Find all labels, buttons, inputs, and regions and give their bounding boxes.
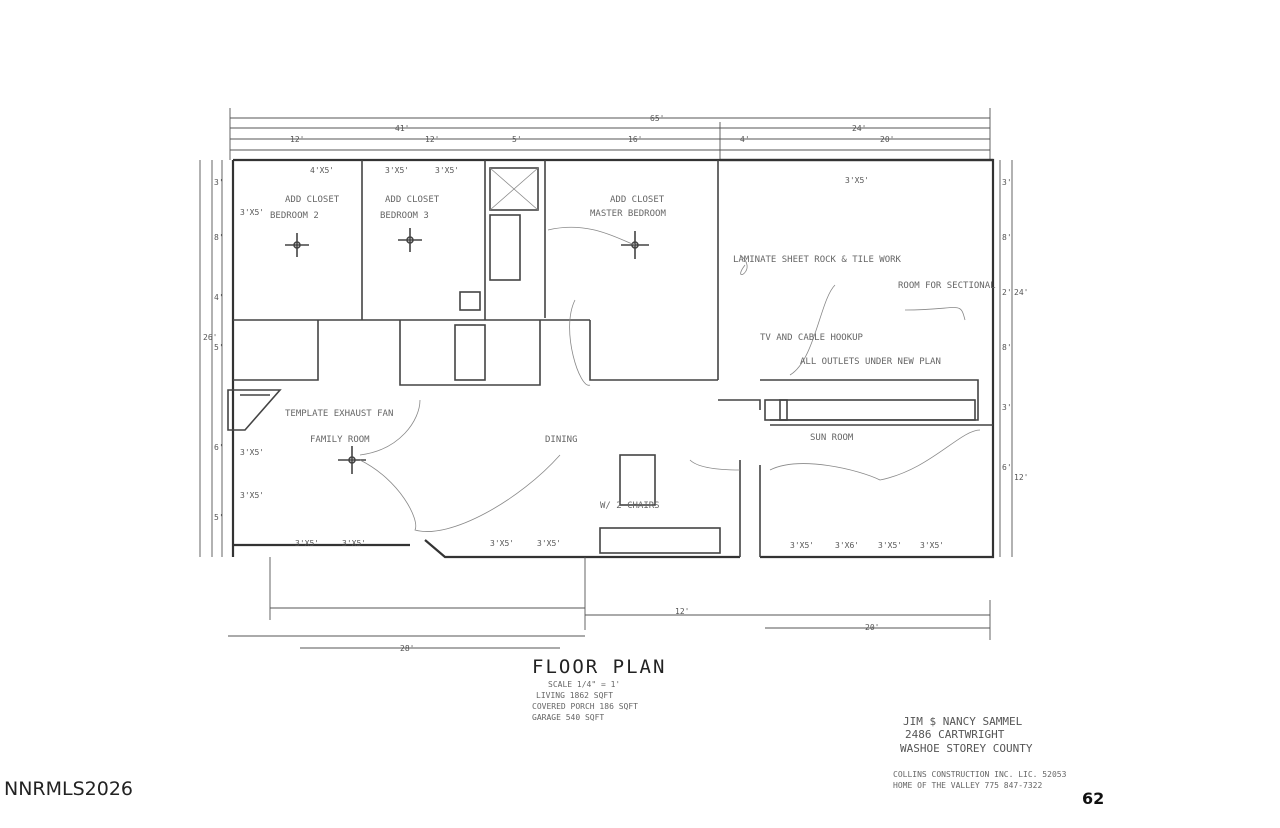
window-label: 3'X5': [845, 176, 869, 185]
window-label: 3'X5': [240, 491, 264, 500]
dim-left-total: 41': [395, 124, 409, 133]
window-label: 3'X5': [240, 208, 264, 217]
dim-seg: 16': [628, 135, 642, 144]
window-label: 3'X6': [835, 541, 859, 550]
dim-right: 12': [1014, 473, 1028, 482]
great-room-note: LAMINATE SHEET ROCK & TILE WORK: [733, 255, 902, 265]
page-number: 62: [1082, 789, 1104, 808]
builder-line1: COLLINS CONSTRUCTION INC. LIC. 52053: [893, 770, 1067, 779]
window-label: 3'X5': [537, 539, 561, 548]
dim-seg: 5': [512, 135, 522, 144]
porch-sqft: COVERED PORCH 186 SQFT: [532, 702, 638, 711]
window-label: 3'X5': [240, 448, 264, 457]
entry-note: TEMPLATE EXHAUST FAN: [285, 409, 393, 419]
dim-right: 2': [1002, 288, 1012, 297]
bottom-dimensions: 28' 12' 20': [228, 557, 991, 653]
plan-scale: SCALE 1/4" = 1': [548, 680, 620, 689]
owner-names: JIM $ NANCY SAMMEL: [903, 715, 1023, 728]
garage-sqft: GARAGE 540 SQFT: [532, 713, 604, 722]
sectional-note: ROOM FOR SECTIONAL: [898, 281, 996, 291]
bedroom3-label: BEDROOM 3: [380, 211, 429, 221]
dim-left: 6': [214, 443, 224, 452]
plan-title: FLOOR PLAN: [532, 656, 666, 678]
dim-right-total: 24': [852, 124, 866, 133]
island-label: W/ 2 CHAIRS: [600, 501, 660, 511]
bedroom2-closet-label: ADD CLOSET: [285, 195, 340, 205]
bedroom3-closet-label: ADD CLOSET: [385, 195, 440, 205]
side-dimensions: 26' 3' 8' 4' 5' 6' 5' 3' 8' 24' 2' 8' 3'…: [199, 160, 1028, 557]
dim-left: 4': [214, 293, 224, 302]
dim-right: 8': [1002, 233, 1012, 242]
dim-overall: 65': [650, 114, 664, 123]
dim-left: 8': [214, 233, 224, 242]
dim-seg: 12': [425, 135, 439, 144]
window-label: 4'X5': [310, 166, 334, 175]
window-label: 3'X5': [878, 541, 902, 550]
window-label: 3'X5': [490, 539, 514, 548]
dim-right: 3': [1002, 178, 1012, 187]
dim-bottom-mid: 12': [675, 607, 689, 616]
window-label: 3'X5': [790, 541, 814, 550]
window-label: 3'X5': [920, 541, 944, 550]
tv-note: TV AND CABLE HOOKUP: [760, 333, 864, 343]
bedroom2-label: BEDROOM 2: [270, 211, 319, 221]
dim-bottom-left: 28': [400, 644, 414, 653]
dim-right: 6': [1002, 463, 1012, 472]
dining-label: DINING: [545, 435, 578, 445]
exterior-walls: [231, 158, 995, 559]
dim-right: 8': [1002, 343, 1012, 352]
ceiling-fan-icon: [398, 228, 422, 252]
owner-address: 2486 CARTWRIGHT: [905, 728, 1005, 741]
title-block: FLOOR PLAN SCALE 1/4" = 1' LIVING 1862 S…: [532, 656, 1104, 808]
dim-left: 26': [203, 333, 217, 342]
dim-right: 24': [1014, 288, 1028, 297]
dim-seg: 20': [880, 135, 894, 144]
builder-line2: HOME OF THE VALLEY 775 847-7322: [893, 781, 1042, 790]
ceiling-fan-icon: [338, 446, 366, 474]
window-label: 3'X5': [385, 166, 409, 175]
dim-seg: 12': [290, 135, 304, 144]
living-sqft: LIVING 1862 SQFT: [536, 691, 613, 700]
window-label: 3'X5': [342, 539, 366, 548]
dim-bottom-right: 20': [865, 623, 879, 632]
owner-location: WASHOE STOREY COUNTY: [900, 742, 1033, 755]
master-label: MASTER BEDROOM: [590, 209, 666, 219]
interior-walls: [227, 160, 993, 557]
dim-seg: 4': [740, 135, 750, 144]
family-room-label: FAMILY ROOM: [310, 435, 370, 445]
window-labels: 3'X5' 4'X5' 3'X5' 3'X5' 3'X5' 3'X5' 3'X5…: [240, 166, 944, 550]
top-dimensions: 65' 41' 24' 12' 12' 5' 16' 4' 20': [229, 108, 991, 160]
master-closet-label: ADD CLOSET: [610, 195, 665, 205]
dim-left: 5': [214, 343, 224, 352]
window-label: 3'X5': [435, 166, 459, 175]
electrical: [285, 226, 981, 532]
window-label: 3'X5': [295, 539, 319, 548]
ceiling-fan-icon: [285, 233, 309, 257]
mls-watermark: NNRMLS2026: [4, 778, 134, 800]
room-labels: ADD CLOSET BEDROOM 2 ADD CLOSET BEDROOM …: [270, 195, 996, 511]
dim-left: 5': [214, 513, 224, 522]
dim-right: 3': [1002, 403, 1012, 412]
outlets-note: ALL OUTLETS UNDER NEW PLAN: [800, 357, 941, 367]
dim-left: 3': [214, 178, 224, 187]
sun-room-label: SUN ROOM: [810, 433, 854, 443]
